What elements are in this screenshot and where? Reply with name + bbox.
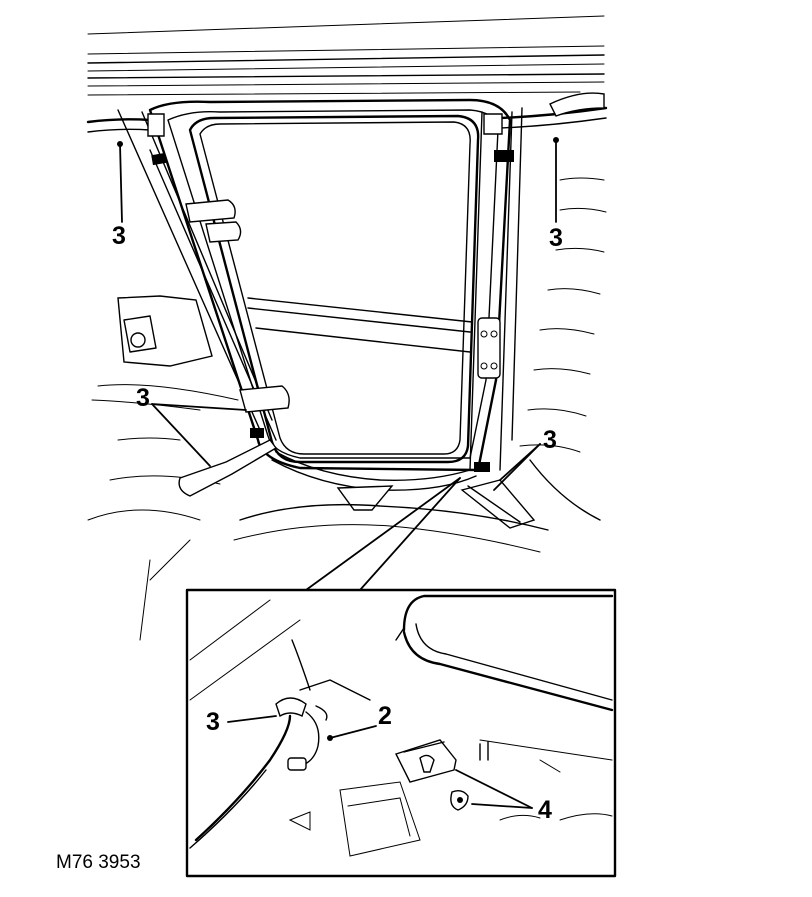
floor-area [139, 503, 549, 641]
main-view: 3 3 3 3 [86, 15, 608, 641]
tailgate-aperture [148, 98, 512, 472]
detail-inset: 3 2 4 [185, 588, 617, 878]
callout-3-inset: 3 [206, 708, 220, 736]
figure-reference: M76 3953 [56, 852, 141, 873]
callout-4-inset: 4 [538, 796, 552, 824]
detail-pointer-lines [305, 477, 461, 591]
main-leaders [119, 139, 557, 491]
callout-2-inset: 2 [378, 702, 392, 730]
roof-lines [87, 15, 605, 96]
right-pillar [469, 107, 523, 472]
callout-3-top-left: 3 [112, 222, 126, 250]
inset-frame [185, 588, 617, 878]
roof-harness [86, 92, 608, 137]
left-pillar [117, 109, 290, 441]
callout-3-top-right: 3 [549, 224, 563, 252]
callout-3-mid-right: 3 [543, 426, 557, 454]
callout-3-mid-left: 3 [136, 384, 150, 412]
right-body-panel [519, 177, 607, 521]
left-body-panel [87, 295, 239, 521]
